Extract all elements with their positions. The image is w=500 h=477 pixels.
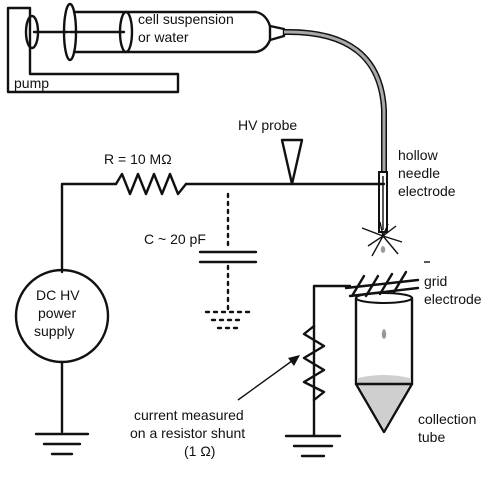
spray-burst (361, 221, 403, 257)
ground-symbol-right (284, 434, 342, 458)
grid-label-2: electrode (424, 291, 482, 307)
tube-liquid (358, 375, 410, 430)
tube-label-1: collection (418, 411, 476, 427)
hv-probe-label: HV probe (238, 117, 297, 133)
grid-label-1: grid (424, 273, 447, 289)
cell-suspension-label-1: cell suspension (138, 11, 234, 27)
cell-suspension-label-2: or water (138, 29, 189, 45)
pump-frame (6, 6, 180, 94)
hv-probe-icon (280, 138, 304, 186)
needle-label-1: hollow (398, 147, 439, 163)
tubing-inner (283, 30, 386, 180)
shunt-arrow-line (237, 357, 297, 401)
wire-left (60, 182, 118, 274)
supply-label-3: supply (34, 323, 74, 339)
wire-grid-shunt (312, 284, 352, 402)
syringe (24, 2, 286, 62)
capacitor-label: C ~ 20 pF (144, 231, 206, 247)
current-label-2: on a resistor shunt (130, 425, 245, 441)
syringe-tip (268, 24, 286, 42)
pump-label: pump (14, 75, 49, 91)
tube-droplet (381, 329, 387, 339)
needle-label-3: electrode (398, 183, 456, 199)
current-label-1: current measured (134, 407, 244, 423)
collection-tube (354, 292, 414, 434)
needle-label-2: needle (398, 165, 440, 181)
shunt-resistor (302, 324, 326, 402)
spray-droplet (380, 246, 386, 253)
resistor-zigzag (114, 172, 188, 196)
capacitor-symbol (198, 192, 258, 330)
shunt-arrow-head (288, 355, 300, 366)
ground-symbol-left (34, 432, 90, 456)
syringe-barrel (72, 10, 272, 54)
resistor-label: R = 10 MΩ (104, 151, 172, 167)
tube-label-2: tube (418, 429, 445, 445)
supply-label-2: power (38, 305, 76, 321)
plunger-thumb (24, 14, 40, 50)
supply-label-1: DC HV (36, 287, 80, 303)
current-label-3: (1 Ω) (184, 443, 215, 459)
